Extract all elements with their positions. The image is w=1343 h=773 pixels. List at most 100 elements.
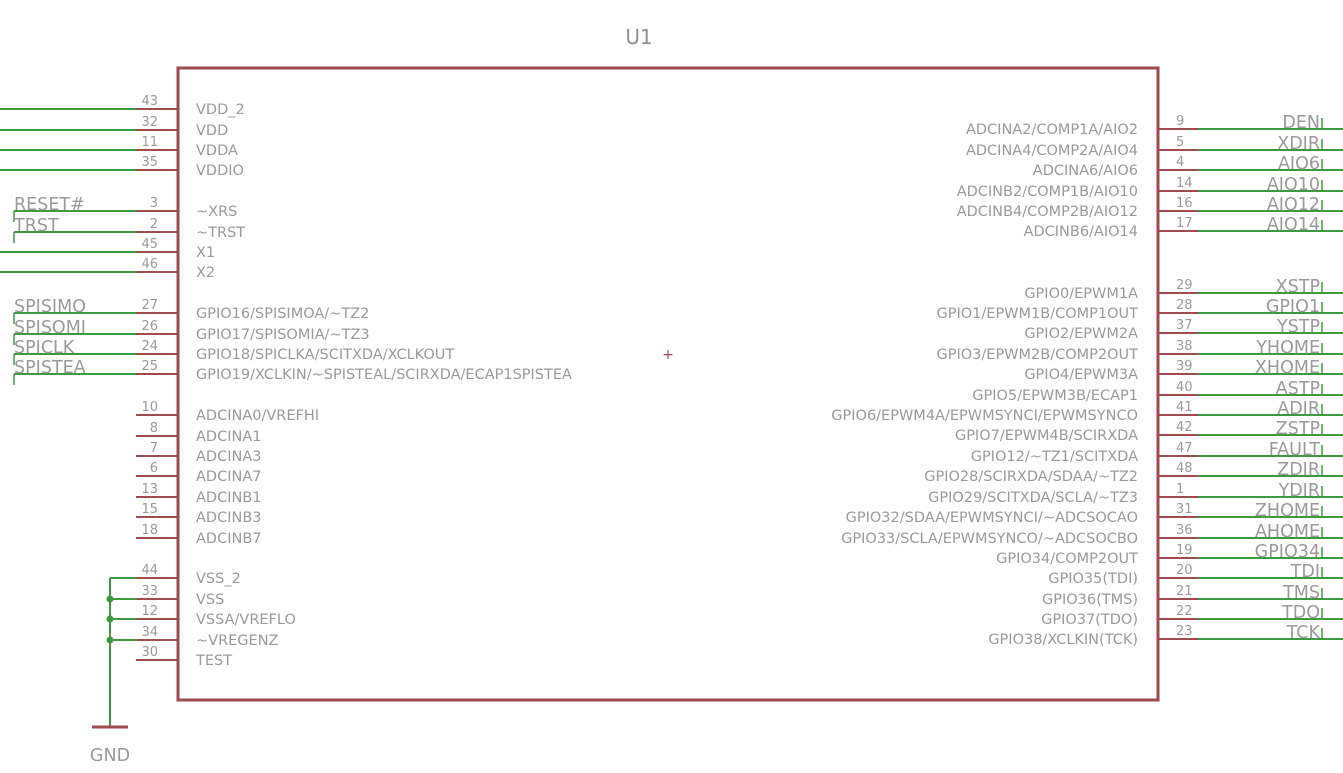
- net-label[interactable]: YDIR: [1278, 481, 1321, 501]
- pin-name: ADCINA6/AIO6: [1033, 163, 1138, 179]
- pin-name: GPIO34/COMP2OUT: [996, 551, 1138, 567]
- net-label[interactable]: TCK: [1286, 623, 1321, 643]
- net-label[interactable]: ZDIR: [1277, 460, 1320, 480]
- component-ref[interactable]: U1: [625, 25, 652, 49]
- pin-name: ADCINB7: [196, 531, 262, 547]
- pin-number: 6: [150, 461, 158, 476]
- net-label[interactable]: TMS: [1282, 583, 1320, 603]
- net-label[interactable]: TDI: [1290, 562, 1320, 582]
- net-label[interactable]: XSTP: [1276, 277, 1320, 297]
- net-label[interactable]: FAULT: [1269, 440, 1321, 460]
- net-label[interactable]: GPIO1: [1266, 297, 1320, 317]
- net-label[interactable]: AIO10: [1267, 175, 1320, 195]
- net-label[interactable]: YSTP: [1276, 317, 1320, 337]
- pin-name: X2: [196, 265, 215, 281]
- net-label[interactable]: AIO12: [1267, 195, 1320, 215]
- net-label[interactable]: ASTP: [1276, 379, 1320, 399]
- net-label[interactable]: SPISOMI: [14, 318, 86, 338]
- net-label[interactable]: XHOME: [1255, 358, 1320, 378]
- pin-number: 7: [150, 441, 158, 456]
- net-label[interactable]: RESET#: [14, 195, 85, 215]
- net-label[interactable]: AIO14: [1267, 215, 1320, 235]
- net-label[interactable]: XDIR: [1277, 134, 1320, 154]
- pin-number: 19: [1176, 543, 1193, 558]
- ic-body[interactable]: [176, 66, 1160, 702]
- pin-name: GPIO37(TDO): [1041, 612, 1138, 628]
- net-label[interactable]: ADIR: [1277, 399, 1320, 419]
- net-label[interactable]: ZSTP: [1276, 419, 1320, 439]
- pin-number: 40: [1176, 380, 1193, 395]
- pin-34[interactable]: 34~VREGENZ: [136, 625, 279, 649]
- net-label[interactable]: DEN: [1282, 113, 1320, 133]
- pin-number: 43: [141, 94, 158, 109]
- pin-number: 41: [1176, 400, 1193, 415]
- pin-name: ADCINA0/VREFHI: [196, 408, 319, 424]
- pin-25[interactable]: 25GPIO19/XCLKIN/~SPISTEAL/SCIRXDA/ECAP1S…: [13, 358, 572, 385]
- net-label[interactable]: AIO6: [1278, 154, 1320, 174]
- pin-number: 16: [1176, 196, 1193, 211]
- pin-number: 27: [141, 298, 158, 313]
- junction-dot: [106, 615, 114, 623]
- net-label[interactable]: AHOME: [1255, 522, 1320, 542]
- net-label[interactable]: YHOME: [1255, 338, 1320, 358]
- net-label[interactable]: TRST: [13, 216, 59, 236]
- net-label[interactable]: SPISIMO: [14, 297, 86, 317]
- net-label[interactable]: TDO: [1281, 603, 1320, 623]
- pin-number: 9: [1176, 114, 1184, 129]
- net-label[interactable]: GPIO34: [1255, 542, 1320, 562]
- pin-name: ADCINB6/AIO14: [1024, 224, 1138, 240]
- net-label[interactable]: SPICLK: [14, 338, 75, 358]
- pin-number: 33: [141, 584, 158, 599]
- net-label[interactable]: SPISTEA: [14, 358, 86, 378]
- pin-name: ADCINA4/COMP2A/AIO4: [966, 143, 1138, 159]
- gnd-label[interactable]: GND: [90, 746, 130, 766]
- net-label[interactable]: ZHOME: [1255, 501, 1320, 521]
